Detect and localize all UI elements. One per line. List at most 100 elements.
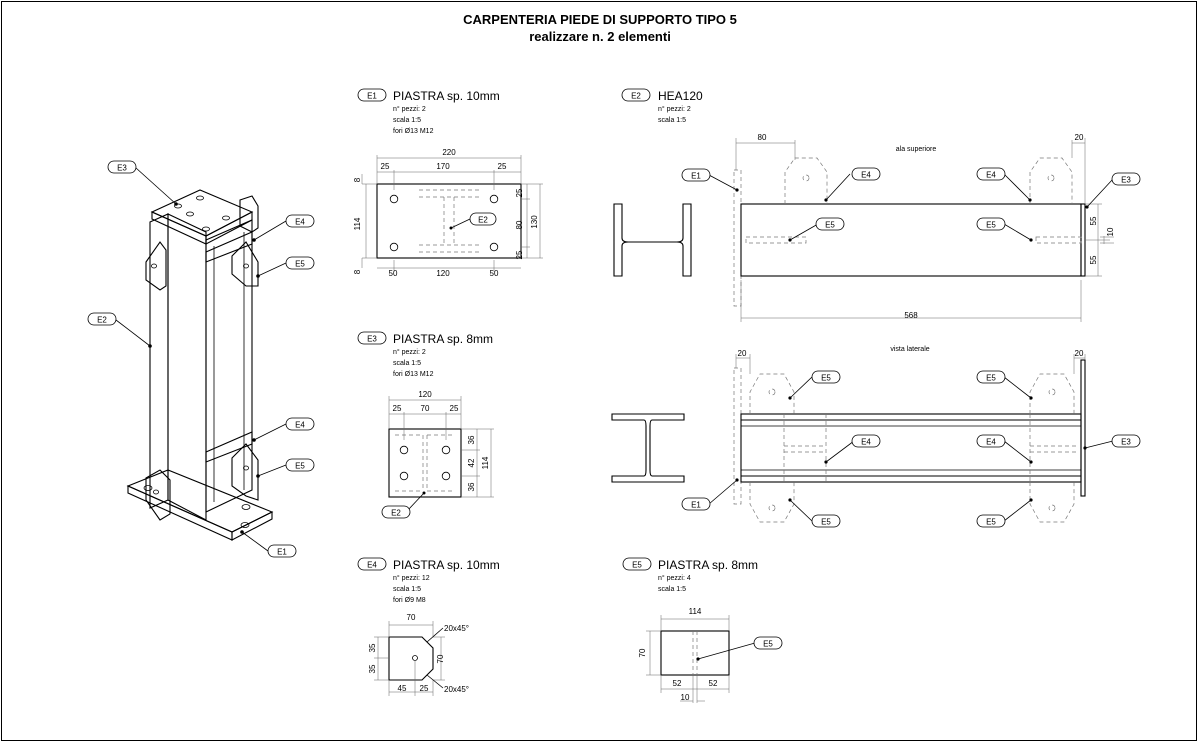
e1-tag-e2 [469, 212, 497, 226]
iso-base-hole [241, 504, 251, 510]
part-e1-holes: fori Ø13 M12 [393, 128, 434, 135]
svg-text:E4: E4 [861, 171, 871, 180]
iso-stiffener [145, 469, 171, 521]
svg-text:E3: E3 [117, 164, 127, 173]
e2-top-gusset [1035, 236, 1082, 244]
e1-dim-r25a: 25 [515, 188, 524, 197]
e4-dim-b25: 25 [420, 684, 429, 693]
part-e3-holes: fori Ø13 M12 [393, 371, 434, 378]
part-e5-block: E5 PIASTRA sp. 8mm n° pezzi: 4 scala 1:5… [622, 557, 783, 703]
e2-top-stiffener-hole [1047, 174, 1055, 182]
part-tag-e2-text: E2 [631, 92, 641, 101]
iso-stiffener-hole [153, 489, 159, 495]
e1-dim-left [361, 174, 377, 268]
iso-base-plate-edge [127, 485, 233, 541]
e2-dim-55a-text: 55 [1089, 216, 1098, 225]
e2-view-side-label: vista laterale [890, 346, 929, 353]
part-e3-block: E3 PIASTRA sp. 8mm n° pezzi: 2 scala 1:5… [357, 331, 494, 519]
leader-line [257, 464, 287, 477]
svg-text:E2: E2 [97, 316, 107, 325]
e4-plate [388, 636, 434, 681]
e5-dim-top [660, 615, 730, 631]
iso-top-hole [174, 203, 182, 209]
e4-dim-top [388, 621, 434, 637]
leader-dot [252, 238, 256, 242]
e2-dim-10-text: 10 [1106, 227, 1115, 236]
iso-top-plate [150, 189, 254, 237]
iso-top-plate-side [205, 211, 253, 245]
e4-chamfer-leaders [426, 627, 444, 689]
e5-plate [660, 630, 730, 676]
e1-dim-b120: 120 [436, 269, 450, 278]
e1-dim-b50b: 50 [490, 269, 499, 278]
e3-dim-a: 25 [393, 404, 402, 413]
part-tag-e2 [621, 88, 651, 102]
e3-dim-c: 25 [450, 404, 459, 413]
svg-text:E3: E3 [1121, 176, 1131, 185]
e4-dim-r70: 70 [436, 654, 445, 663]
e2-side-stiffener-hole [1048, 504, 1056, 512]
leader-line [697, 642, 756, 660]
e5-dim-b10: 10 [681, 693, 690, 702]
part-e1-block: E1 PIASTRA sp. 10mm n° pezzi: 2 scala 1:… [353, 88, 543, 278]
e2-side-gussets [783, 414, 1076, 482]
leader-line [115, 319, 151, 347]
part-tag-e4 [357, 557, 387, 571]
e3-hole [441, 471, 451, 481]
part-e3-title: PIASTRA sp. 8mm [393, 332, 493, 346]
svg-text:E4: E4 [986, 171, 996, 180]
e1-dim-top [376, 155, 522, 190]
e2-side-endplate-e1 [733, 367, 742, 505]
e2-top-endplate-e3 [1080, 203, 1086, 277]
leader-line [257, 262, 287, 277]
tag-e2: E2 [87, 312, 117, 326]
e2-top-endplate-e1 [733, 169, 742, 307]
svg-text:E5: E5 [821, 374, 831, 383]
e2-top-leaders [708, 173, 1114, 241]
e4-dim-l35a: 35 [368, 643, 377, 652]
e1-tag-e2-text: E2 [478, 216, 488, 225]
e2-side-stiffener-hole [1048, 388, 1056, 396]
tag-e4: E4 [285, 214, 315, 228]
e4-dim-w: 70 [407, 613, 416, 622]
e3-dim-top [388, 396, 462, 440]
leader-line [253, 423, 287, 441]
iso-stiffener-hole [243, 465, 249, 471]
e1-hole [489, 242, 499, 252]
part-e1-title: PIASTRA sp. 10mm [393, 89, 500, 103]
svg-text:E4: E4 [295, 218, 305, 227]
e2-dim-568 [740, 280, 1082, 322]
part-e1-scale: scala 1:5 [393, 117, 421, 124]
e2-side-stiffeners [749, 373, 1075, 523]
e2-side-stiffener-hole [768, 388, 776, 396]
e2-top-tags: E1 E4 E5 E4 E5 E3 [681, 167, 1141, 231]
iso-stiffener [239, 195, 259, 233]
e2-dim-20b [735, 354, 751, 374]
iso-base-hole [143, 485, 153, 491]
e4-dim-bottom [388, 660, 434, 696]
e1-dim-m170: 170 [436, 162, 450, 171]
leader-line [407, 492, 425, 511]
e1-dim-w: 220 [442, 148, 456, 157]
svg-text:E5: E5 [986, 221, 996, 230]
leader-dot [174, 202, 178, 206]
iso-stiffener [231, 443, 259, 501]
e5-hidden-web [692, 631, 698, 675]
leader-line [241, 531, 269, 552]
iso-base-hole [240, 522, 250, 528]
svg-text:E5: E5 [295, 260, 305, 269]
svg-text:E5: E5 [821, 518, 831, 527]
iso-base-plate-side [231, 511, 273, 541]
part-tag-e4-text: E4 [367, 561, 377, 570]
e3-plate [388, 428, 462, 498]
part-e4-holes: fori Ø9 M8 [393, 597, 426, 604]
part-tag-e5-text: E5 [632, 561, 642, 570]
e3-dim-r36b: 36 [467, 482, 476, 491]
tag-e5: E5 [285, 256, 315, 270]
part-e4-qty: n° pezzi: 12 [393, 574, 430, 582]
e2-leader-dots [735, 188, 1089, 502]
e2-dim-10 [1100, 236, 1114, 244]
leader-dot [696, 657, 700, 661]
sheet-subtitle: realizzare n. 2 elementi [529, 29, 671, 44]
